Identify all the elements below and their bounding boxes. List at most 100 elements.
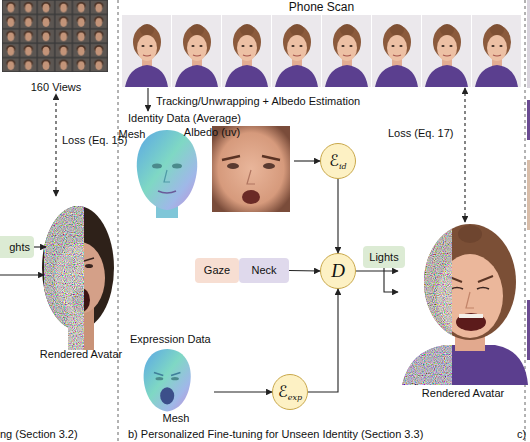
node-label: ℰ	[329, 152, 339, 170]
flow-arrow	[214, 391, 272, 392]
input-box: ghts	[0, 236, 34, 258]
scan-frame	[372, 15, 421, 87]
panel-separator	[118, 0, 119, 442]
right-avatar	[400, 224, 528, 386]
mesh-nose	[164, 170, 170, 182]
node-label: ℰ	[278, 383, 288, 401]
scan-frame	[472, 15, 521, 87]
node-label: Neck	[251, 264, 276, 277]
flow-arrow	[289, 270, 320, 272]
edge-label: Tracking/Unwrapping + Albedo Estimation	[156, 95, 360, 108]
data-group: Identity Data (Average) MeshAlbedo (uv)	[126, 111, 298, 235]
avatar-bun	[458, 225, 482, 243]
image-node: Mesh	[130, 127, 206, 235]
phone-scan-strip	[122, 15, 521, 87]
node-label: Mesh	[163, 412, 190, 425]
loss-arrow	[464, 88, 465, 222]
input-box: Gaze	[195, 258, 239, 283]
albedo-eye	[227, 163, 239, 169]
input-box: Neck	[239, 258, 289, 283]
node-label: 160 Views	[31, 81, 82, 94]
image-node: 160 Views	[0, 0, 112, 94]
input-box: Lights	[363, 246, 405, 268]
scan-frame	[122, 15, 171, 87]
identity-mesh	[137, 130, 197, 218]
node-label: Phone Scan	[289, 1, 354, 14]
panel-caption: c)	[517, 428, 526, 441]
mesh-mouth	[158, 191, 176, 193]
panel-fragment	[527, 300, 530, 360]
node-subscript: id	[339, 162, 347, 171]
node-label: Identity Data (Average)	[128, 112, 241, 125]
render-noise	[400, 224, 452, 386]
panel-caption: b) Personalized Fine-tuning for Unseen I…	[128, 428, 423, 441]
edge-label: Loss (Eq. 17)	[388, 127, 453, 140]
loss-arrow	[55, 94, 56, 196]
panel-fragment	[527, 100, 530, 140]
incoming-arrow	[0, 274, 44, 275]
mesh-eye	[172, 164, 182, 169]
avatar-eye	[85, 264, 93, 268]
node-label: Lights	[369, 251, 398, 264]
node-label: ghts	[9, 241, 30, 254]
image-strip: Phone Scan	[118, 0, 525, 88]
flow-arrow	[147, 88, 148, 111]
avatar-brows	[447, 276, 493, 282]
scan-frame	[222, 15, 271, 87]
scan-frame	[272, 15, 321, 87]
mesh-brows	[154, 372, 181, 375]
mesh-head	[137, 130, 197, 210]
avatar-nose	[466, 292, 474, 308]
encoder-circle: ℰid	[320, 143, 356, 179]
avatar-eyes	[451, 288, 489, 290]
image-node: Rendered Avatar	[46, 196, 116, 361]
panel-fragment	[527, 160, 530, 230]
decoder-circle: D	[320, 253, 356, 289]
scan-frame	[322, 15, 371, 87]
flow-arrow	[34, 246, 46, 247]
flow-arrow	[337, 179, 338, 253]
encoder-circle: ℰexp	[272, 374, 308, 410]
expression-mesh	[144, 349, 191, 411]
albedo-map	[212, 126, 290, 212]
avatar-mouth	[456, 313, 486, 331]
node-subscript: exp	[288, 393, 302, 402]
node-label: Rendered Avatar	[422, 387, 504, 400]
scan-frame	[422, 15, 471, 87]
flow-arrow	[308, 289, 338, 392]
panel-caption: ng (Section 3.2)	[0, 428, 78, 441]
thumbnail-grid	[2, 0, 108, 72]
left-avatar	[42, 205, 114, 350]
albedo-eye	[263, 163, 275, 169]
albedo-brows	[222, 156, 280, 160]
edge-label: Loss (Eq. 15)	[62, 134, 127, 147]
image-node: Rendered Avatar	[398, 222, 528, 400]
avatar-teeth	[459, 314, 483, 318]
thumbnail-tiles	[2, 0, 108, 72]
node-label: Rendered Avatar	[40, 348, 122, 361]
section-label: Expression Data	[130, 333, 211, 346]
mesh-mouth	[160, 387, 174, 404]
node-label: Gaze	[204, 264, 230, 277]
flow-arrow	[294, 160, 320, 161]
albedo-texture	[212, 126, 290, 212]
node-label: D	[331, 262, 345, 280]
mesh-head	[144, 349, 191, 411]
image-node: Mesh	[138, 349, 214, 425]
flow-arrow	[356, 270, 398, 271]
flow-arrow	[384, 268, 398, 292]
image-node: Albedo (uv)	[210, 125, 294, 235]
scan-frame	[172, 15, 221, 87]
albedo-nose	[247, 170, 255, 184]
next-panel-edge	[527, 0, 530, 360]
mesh-eye	[152, 164, 162, 169]
mesh-eye	[171, 377, 179, 380]
node-label: Albedo (uv)	[184, 126, 240, 235]
panel-fragment	[527, 0, 530, 88]
mesh-eye	[155, 377, 163, 380]
albedo-mouth	[242, 190, 260, 204]
render-noise	[44, 205, 84, 350]
